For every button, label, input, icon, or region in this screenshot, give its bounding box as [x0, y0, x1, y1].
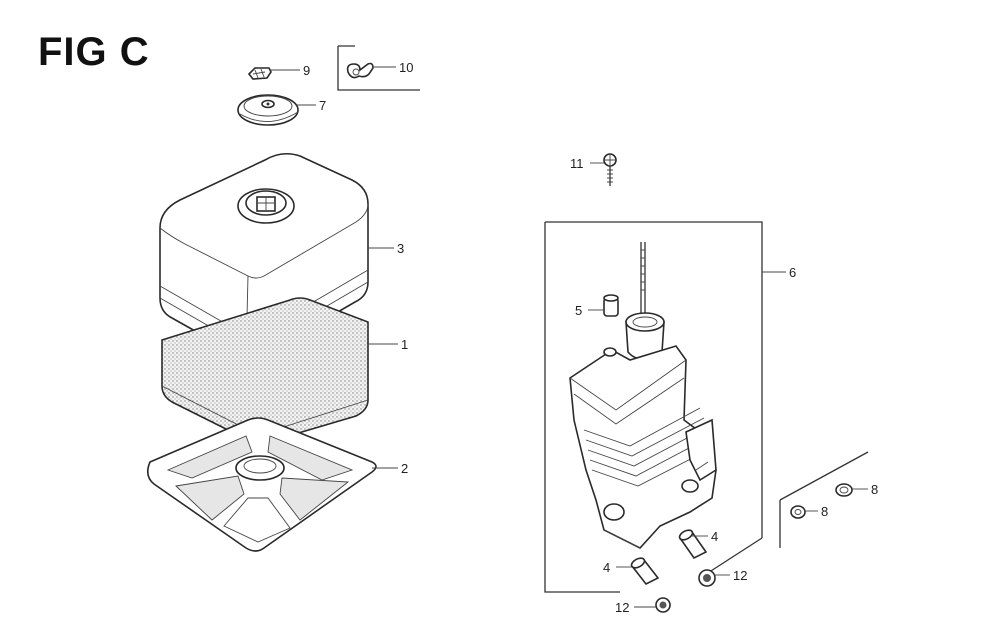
callout-labels: 9 10 7 3 1 2 11 6 5 4 4 12 12 8 8: [303, 60, 878, 615]
nut-part-b: [655, 597, 671, 613]
callout-10: 10: [399, 60, 413, 75]
callout-6: 6: [789, 265, 796, 280]
callout-12a: 12: [733, 568, 747, 583]
clip-part: [247, 67, 272, 80]
filter-base-part: [146, 417, 377, 552]
callout-2: 2: [401, 461, 408, 476]
callout-1: 1: [401, 337, 408, 352]
wing-nut-part: [337, 45, 420, 91]
callout-8a: 8: [821, 504, 828, 519]
figure-title: FIG C: [38, 30, 150, 74]
callout-4a: 4: [603, 560, 610, 575]
nut-part-a: [698, 569, 716, 587]
grommet-group: [779, 451, 869, 548]
callout-12b: 12: [615, 600, 629, 615]
callout-4b: 4: [711, 529, 718, 544]
tube-part-a: [630, 557, 660, 586]
bolt-part: [603, 153, 617, 186]
elbow-assembly-part: [569, 242, 717, 549]
tube-part-b: [678, 529, 708, 560]
callout-3: 3: [397, 241, 404, 256]
callout-5: 5: [575, 303, 582, 318]
cap-washer-part: [237, 94, 299, 126]
callout-9: 9: [303, 63, 310, 78]
plug-part: [603, 294, 619, 317]
leader-lines: [270, 66, 868, 608]
callout-8b: 8: [871, 482, 878, 497]
callout-7: 7: [319, 98, 326, 113]
callout-11: 11: [570, 156, 584, 171]
